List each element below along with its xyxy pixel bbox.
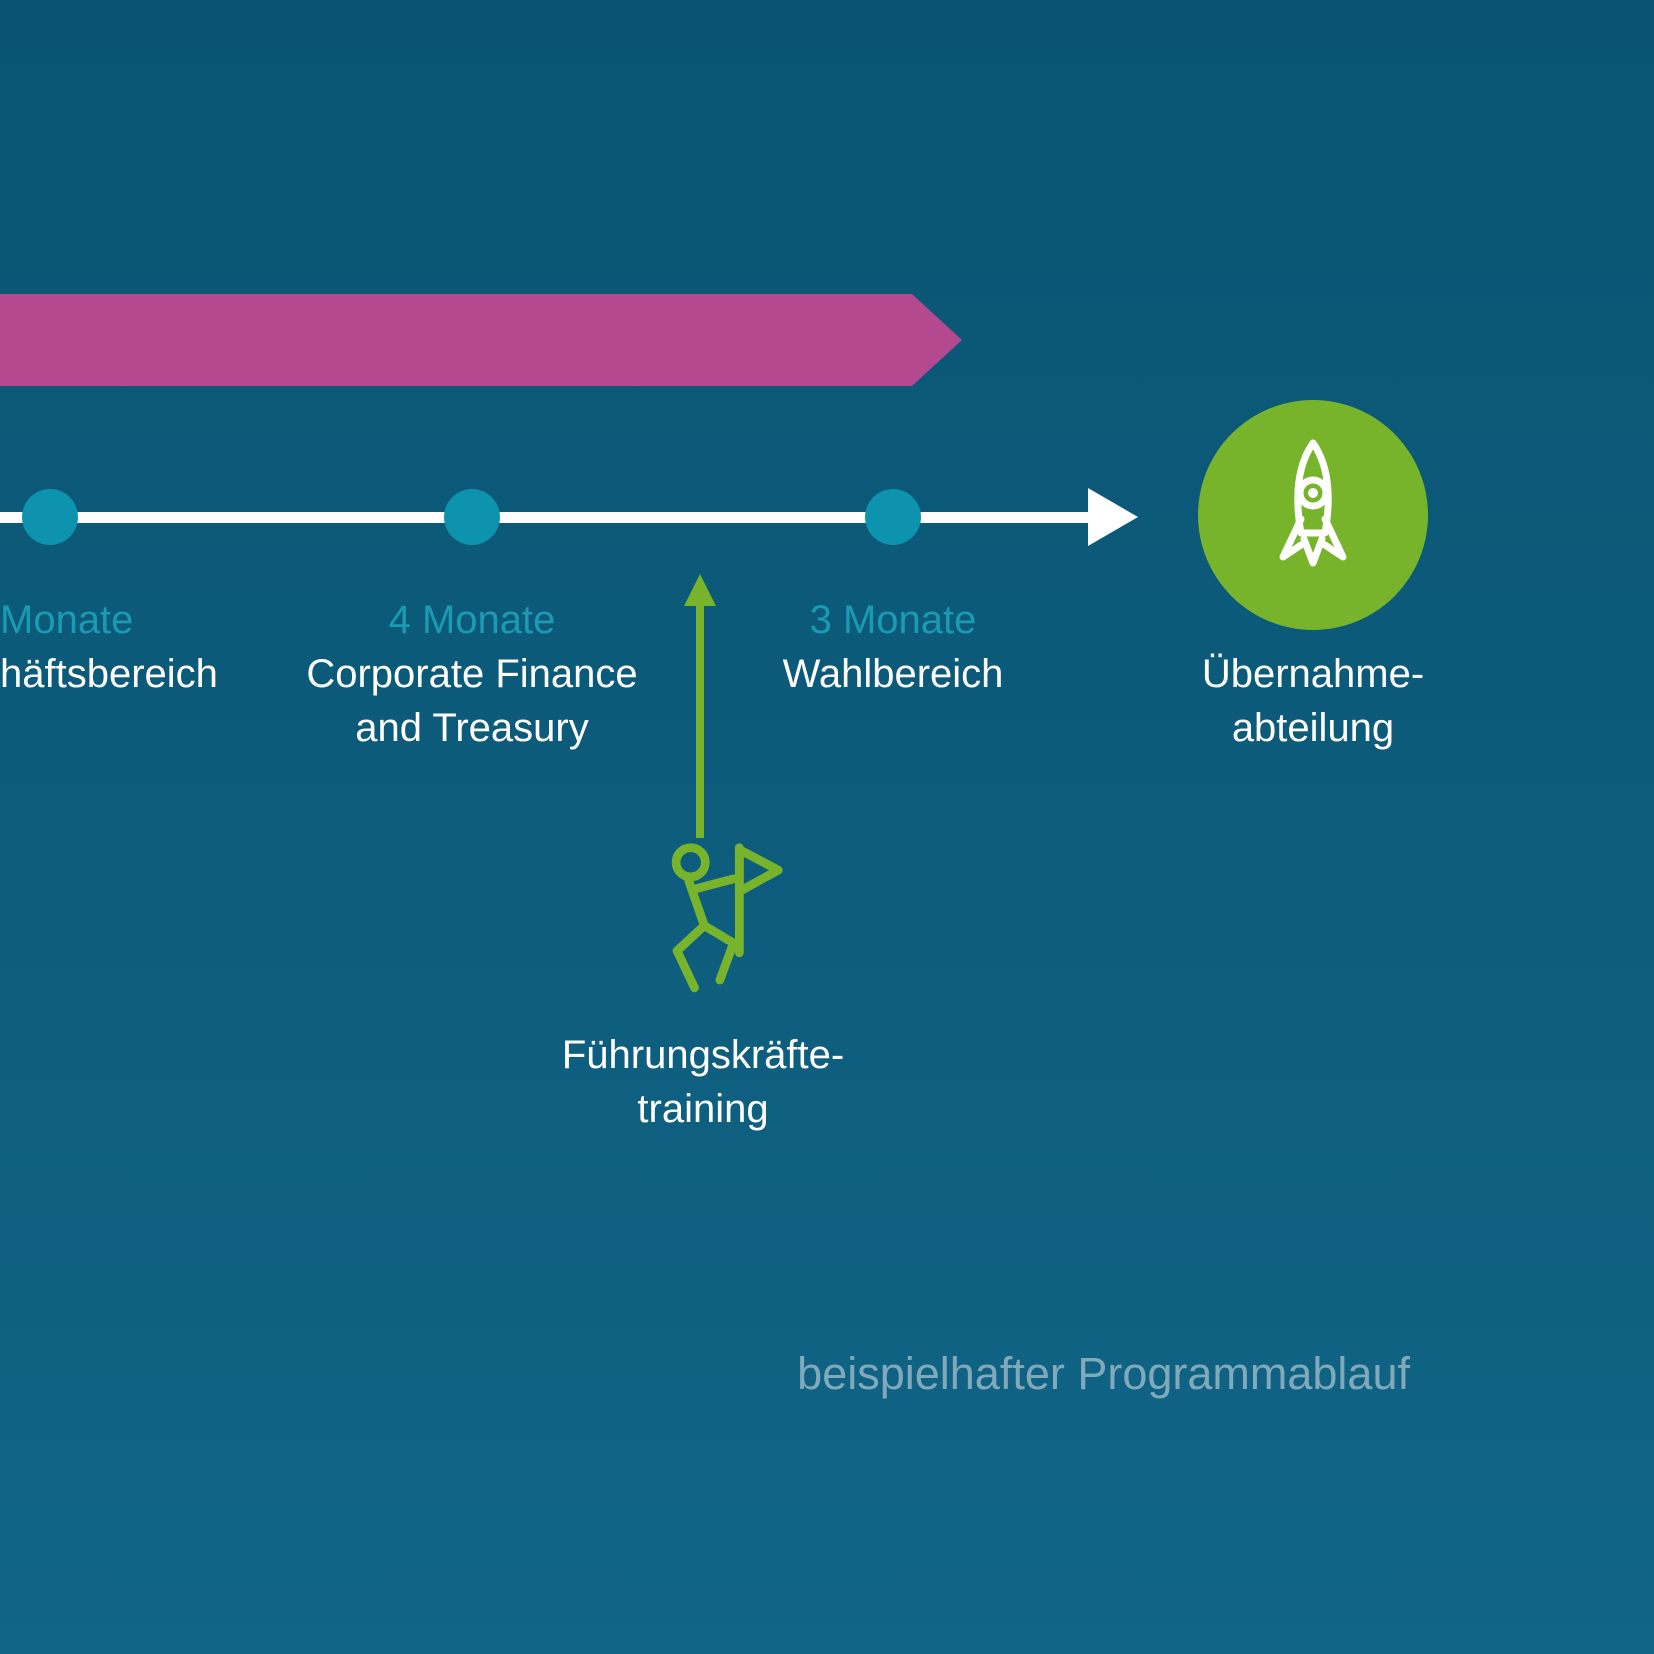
station-3-name: Wahlbereich xyxy=(782,652,1004,696)
station-3-duration: 3 Monate xyxy=(809,598,977,642)
station-3: 3 Monate Wahlbereich xyxy=(733,593,1053,701)
phase-bar-arrowhead xyxy=(912,294,962,386)
up-arrow-line xyxy=(696,602,704,838)
runner-flag-icon xyxy=(671,843,783,993)
station-1-duration: Monate xyxy=(0,598,134,642)
callout-label-line-2: training xyxy=(637,1087,769,1131)
up-arrow-head xyxy=(684,574,716,606)
station-2-name-line-2: and Treasury xyxy=(355,706,589,750)
timeline-dot-3 xyxy=(865,489,921,545)
end-node-label-line-1: Übernahme- xyxy=(1201,652,1425,696)
timeline-arrowhead xyxy=(1088,488,1138,546)
timeline-line xyxy=(0,512,1090,523)
station-2-name-line-1: Corporate Finance xyxy=(306,652,638,696)
callout-label-line-1: Führungskräfte- xyxy=(561,1033,845,1077)
timeline-dot-2 xyxy=(444,489,500,545)
station-2: 4 Monate Corporate Finance and Treasury xyxy=(262,593,682,755)
station-1-name: häftsbereich xyxy=(0,652,218,696)
station-2-duration: 4 Monate xyxy=(388,598,556,642)
phase-bar xyxy=(0,294,912,386)
rocket-icon xyxy=(1279,439,1347,567)
callout-label: Führungskräfte- training xyxy=(493,1028,913,1136)
timeline-dot-1 xyxy=(22,489,78,545)
footnote-label: beispielhafter Programmablauf xyxy=(797,1348,1410,1399)
station-1: Monate häftsbereich xyxy=(0,593,280,701)
end-node-label: Übernahme- abteilung xyxy=(1133,647,1493,755)
end-node-circle xyxy=(1198,400,1428,630)
end-node-label-line-2: abteilung xyxy=(1231,706,1395,750)
